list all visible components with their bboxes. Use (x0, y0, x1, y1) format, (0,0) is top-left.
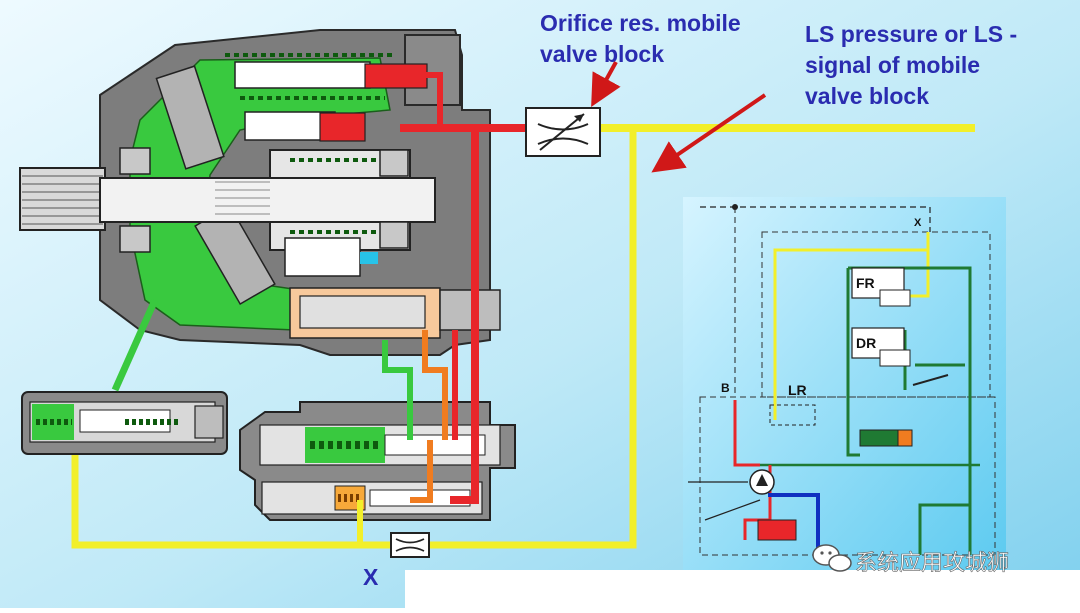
white-strip (405, 570, 1080, 608)
schematic-frame-upper (761, 231, 991, 398)
orifice-symbol (525, 107, 601, 157)
piston-upper (234, 61, 371, 89)
orifice-label-line2: valve block (540, 41, 664, 67)
ls-line-loop (71, 128, 637, 549)
stroking-piston (299, 295, 426, 329)
schematic-pilot-line (700, 206, 931, 232)
chat-bubble-icon (812, 544, 852, 572)
schematic-bias-piston (757, 519, 797, 541)
bearing-rear-top (379, 149, 409, 177)
drain-line-left (111, 298, 159, 392)
ls-label-line3: valve block (805, 83, 929, 109)
pressure-lines (400, 72, 530, 504)
orange-lines (410, 330, 448, 503)
adjusting-screw (439, 289, 501, 331)
control-valve-spool (384, 434, 486, 456)
dr-label: DR (856, 335, 876, 351)
ls-arrow (651, 93, 767, 173)
valve-adjuster-left (194, 405, 224, 439)
pressure-chamber-mid (319, 112, 366, 142)
drive-shaft (99, 177, 436, 223)
pressure-chamber-top (364, 63, 428, 89)
suction-port-cyan (360, 252, 378, 264)
bearing-front-top (119, 147, 151, 175)
bearing-rear-bottom (379, 221, 409, 249)
dr-valve-symbol (879, 349, 911, 367)
watermark: 系统应用攻城狮 (812, 544, 1009, 575)
orange-line-1 (422, 330, 448, 440)
fixed-orifice (390, 532, 430, 558)
schematic-frame-lower (699, 396, 996, 556)
lr-box (769, 404, 816, 426)
ls-signal-lines (71, 124, 975, 549)
axial-piston-pump (19, 29, 501, 356)
orange-line-2 (410, 440, 433, 503)
fr-valve-symbol (879, 289, 911, 307)
fixed-orifice-box (390, 532, 430, 558)
pressure-line-down (450, 128, 479, 504)
b-label: B (721, 381, 730, 395)
schematic-suction-line (768, 493, 820, 555)
piston-lower (284, 237, 361, 277)
pressure-cutoff-valve (21, 391, 228, 455)
control-valve-spring-chamber (305, 427, 385, 463)
schematic-x-label: X (914, 217, 922, 229)
bearing-front-bottom (119, 225, 151, 253)
schematic-ls-line (773, 232, 930, 420)
ls-label-line1: LS pressure or LS - (805, 21, 1017, 47)
swash-plate (155, 65, 225, 170)
port-x-label: X (363, 564, 379, 590)
drive-shaft-spline (19, 167, 106, 231)
schematic-background (683, 197, 1006, 570)
watermark-text: 系统应用攻城狮 (855, 550, 1009, 575)
ls-label-line2: signal of mobile (805, 52, 980, 78)
hydraulic-schematic: FR DR LR B X (683, 197, 1006, 570)
fr-label: FR (856, 275, 875, 291)
orifice-arrow (591, 61, 621, 108)
orifice-label-line1: Orifice res. mobile (540, 10, 741, 36)
lr-label: LR (788, 382, 807, 398)
drain-line-valve (382, 340, 413, 440)
pressure-line-branch (425, 72, 443, 128)
drain-lines (111, 298, 413, 440)
